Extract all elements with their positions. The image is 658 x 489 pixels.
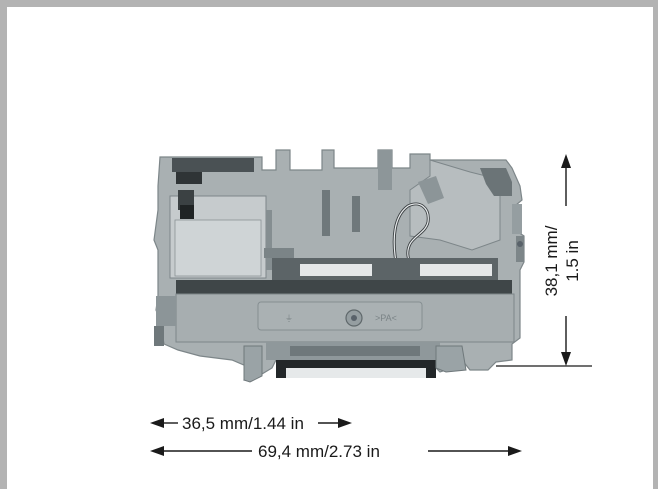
terminal-block-housing: ⏚ >PA< <box>153 149 525 383</box>
earth-symbol: ⏚ <box>285 314 293 323</box>
arrow-left-icon <box>150 446 164 456</box>
arrow-right-icon <box>508 446 522 456</box>
housing-marking: >PA< <box>375 313 397 323</box>
arrow-left-icon <box>150 418 164 428</box>
height-label-line2: 1.5 in <box>563 240 582 282</box>
total-width-dimension: 69,4 mm/2.73 in <box>150 442 522 461</box>
arrow-right-icon <box>338 418 352 428</box>
arrow-down-icon <box>561 352 571 366</box>
total-width-label: 69,4 mm/2.73 in <box>258 442 380 461</box>
inner-width-dimension: 36,5 mm/1.44 in <box>150 414 352 433</box>
inner-width-label: 36,5 mm/1.44 in <box>182 414 304 433</box>
arrow-up-icon <box>561 154 571 168</box>
height-label-line1: 38,1 mm/ <box>542 225 561 296</box>
height-dimension: 38,1 mm/ 1.5 in <box>496 154 592 367</box>
